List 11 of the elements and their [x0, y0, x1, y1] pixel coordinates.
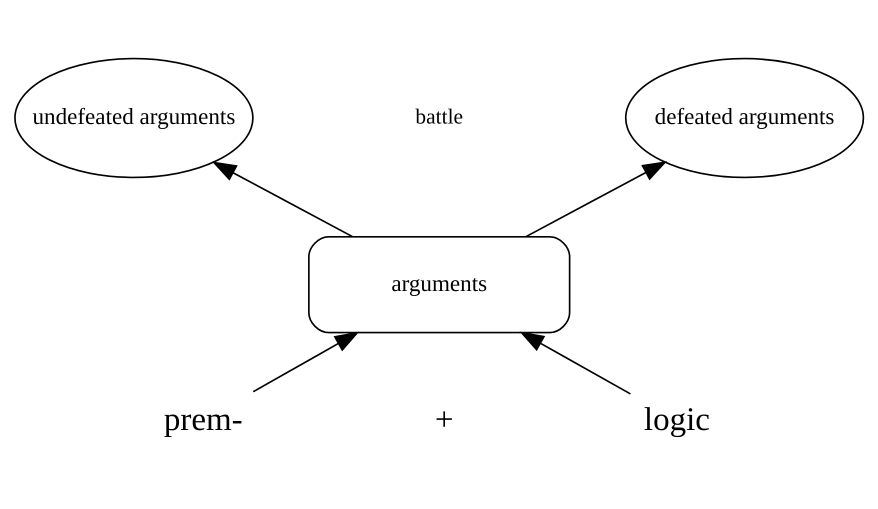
- node-text: prem-: [164, 401, 243, 438]
- arrow: [526, 160, 668, 237]
- arrow: [252, 331, 360, 392]
- arrow: [519, 330, 631, 394]
- node-text: logic: [644, 401, 710, 438]
- label: +: [434, 401, 454, 438]
- node-ellipse: defeated arguments: [624, 57, 864, 178]
- node-ellipse: undefeated arguments: [14, 57, 254, 178]
- node-box: arguments: [308, 236, 570, 333]
- arrow: [212, 160, 353, 237]
- label: battle: [415, 104, 464, 128]
